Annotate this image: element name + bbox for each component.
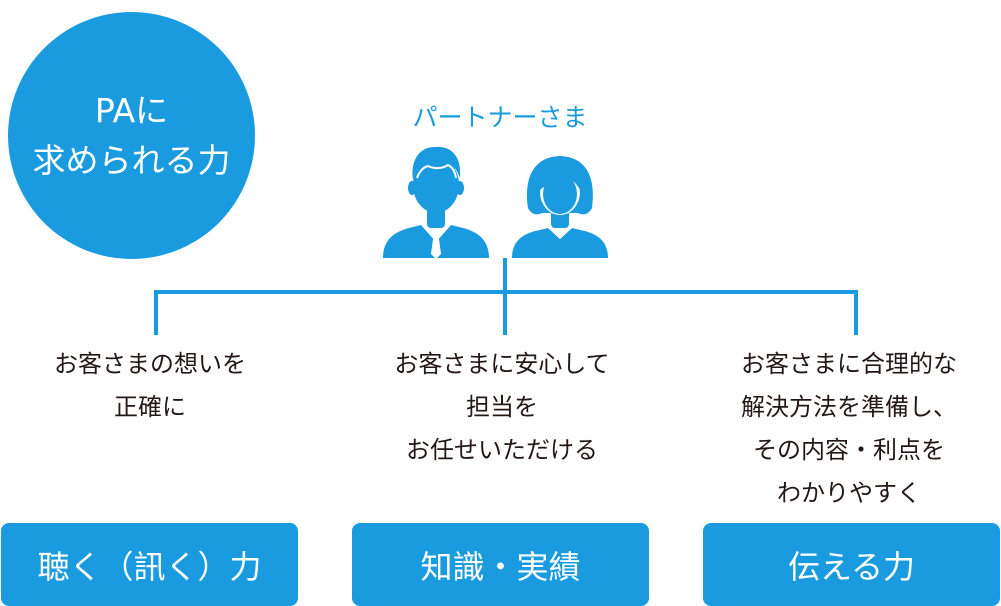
description-communication: お客さまに合理的な 解決方法を準備し、 その内容・利点を わかりやすく xyxy=(699,343,999,515)
description-knowledge: お客さまに安心して 担当を お任せいただける xyxy=(352,343,652,472)
desc-line: お客さまに合理的な xyxy=(741,350,957,378)
circle-line-1: PAに xyxy=(94,90,169,130)
desc-line: 担当を xyxy=(466,393,538,421)
pa-circle: PAに 求められる力 xyxy=(8,12,255,259)
desc-line: わかりやすく xyxy=(777,479,921,507)
female-person-icon xyxy=(512,156,608,258)
partner-icons xyxy=(383,146,608,259)
circle-line-2: 求められる力 xyxy=(32,140,231,180)
desc-line: 正確に xyxy=(114,393,186,421)
desc-line: その内容・利点を xyxy=(753,436,945,464)
tag-listening-ability: 聴く（訊く）力 xyxy=(1,523,298,606)
desc-line: 解決方法を準備し、 xyxy=(741,393,957,421)
description-listening: お客さまの想いを 正確に xyxy=(0,343,300,429)
desc-line: お客さまの想いを xyxy=(54,350,246,378)
male-person-icon xyxy=(383,146,489,259)
partner-label: パートナーさま xyxy=(412,103,588,132)
tag-communication-ability: 伝える力 xyxy=(703,523,1000,606)
desc-line: お任せいただける xyxy=(406,436,598,464)
desc-line: お客さまに安心して xyxy=(394,350,610,378)
tag-knowledge-experience: 知識・実績 xyxy=(352,523,649,606)
